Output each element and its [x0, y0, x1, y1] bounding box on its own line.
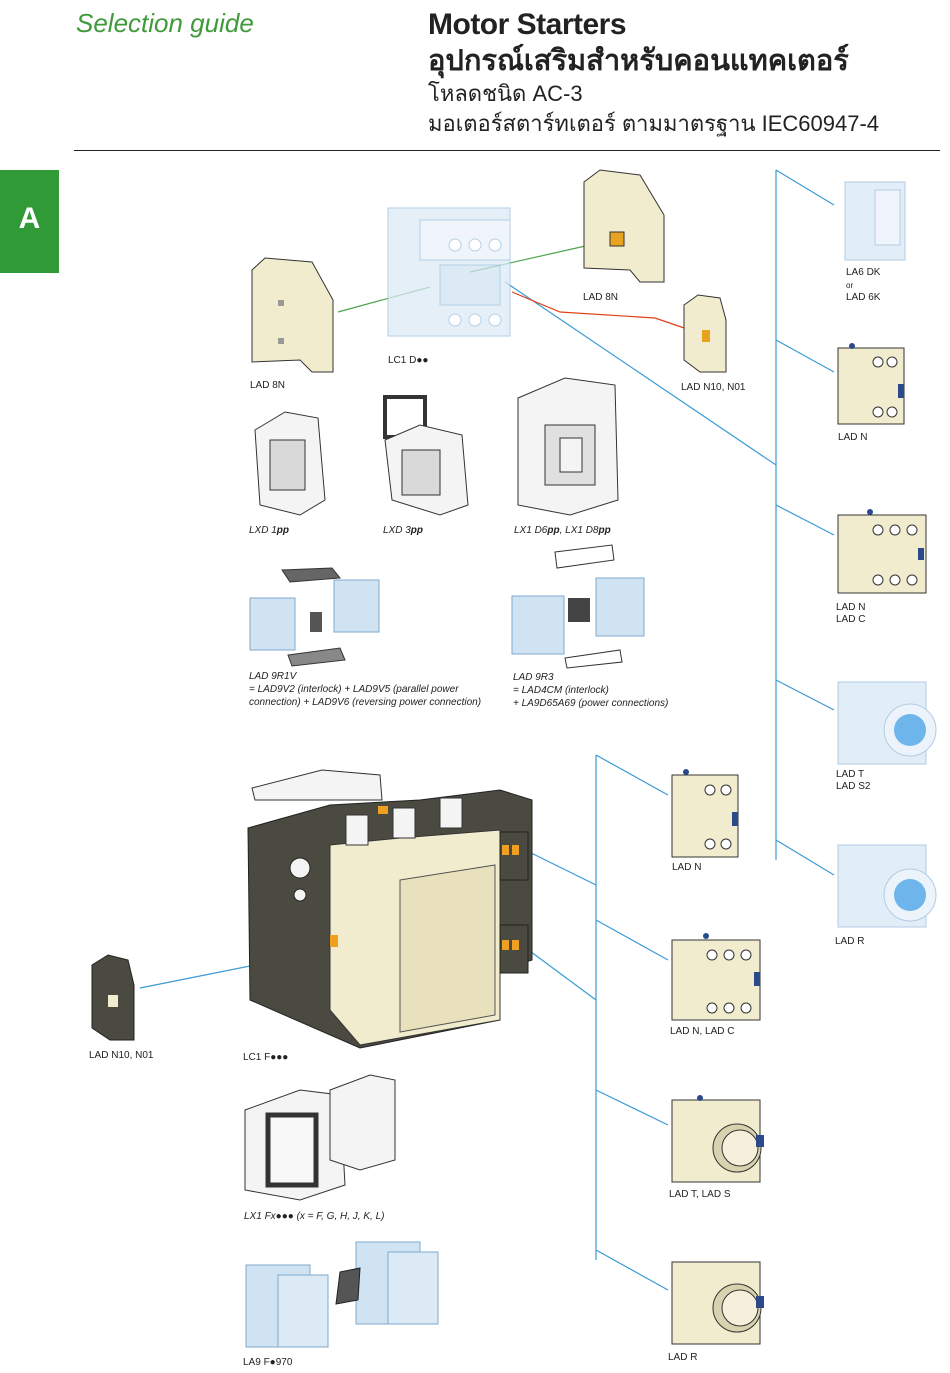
right-bus-to-ladnc: [775, 504, 835, 536]
la9f-kit-part: [245, 1241, 439, 1348]
subtitle-standard: มอเตอร์สตาร์ทเตอร์ ตามมาตรฐาน IEC60947-4: [428, 111, 880, 136]
section-tab: A: [0, 170, 59, 273]
ladr-right-part: [837, 844, 937, 928]
label-ladr-mid: LAD R: [668, 1352, 698, 1363]
mid-bus-to-ladnc: [595, 919, 669, 961]
lc1d-to-right-bus: [504, 281, 777, 466]
ladts2-right-part: [837, 681, 937, 765]
lxd3-coil-part: [383, 395, 469, 516]
label-lc1f: LC1 F●●●: [243, 1052, 289, 1063]
lx1d6-coil-part: [517, 377, 619, 516]
lad8n-top-part: [583, 169, 665, 283]
label-lx1d6: LX1 D6pp, LX1 D8pp: [514, 525, 611, 536]
label-lad9r1v-line2: = LAD9V2 (interlock) + LAD9V5 (parallel …: [249, 684, 459, 695]
red-link: [511, 291, 691, 331]
lxd1-coil-part: [254, 411, 326, 516]
mid-bus-to-ladn: [595, 754, 669, 796]
label-lad9r3-line3: + LA9D65A69 (power connections): [513, 698, 669, 709]
lx1f-coil-part: [244, 1074, 396, 1201]
page-title: Motor Starters: [428, 8, 627, 41]
lc1f-contactor-part: [247, 769, 533, 1049]
lad8n-left-part: [251, 257, 334, 373]
label-lxd1: LXD 1pp: [249, 525, 290, 536]
header-rule: [74, 150, 940, 151]
label-ladts-mid: LAD T, LAD S: [669, 1189, 731, 1200]
thai-title: อุปกรณ์เสริมสำหรับคอนแทคเตอร์: [428, 45, 849, 77]
ladr-mid-part: [671, 1261, 764, 1345]
label-lad9r1v-line3: connection) + LAD9V6 (reversing power co…: [249, 697, 482, 708]
connection-lines: [139, 169, 835, 1291]
label-ladn10-left: LAD N10, N01: [89, 1050, 154, 1061]
right-bus-to-la6dk: [775, 169, 835, 206]
label-ladt-right: LAD T: [836, 769, 865, 780]
ladn10-left-part: [91, 954, 135, 1041]
label-lad8n-left: LAD 8N: [250, 380, 286, 391]
lad9r1v-kit-part: [249, 567, 380, 667]
label-ladnc-right-n: LAD N: [836, 602, 866, 613]
label-ladr-right: LAD R: [835, 936, 865, 947]
label-lad8n-top: LAD 8N: [583, 292, 619, 303]
section-title: Selection guide: [76, 8, 254, 38]
ladnc-mid-part: [671, 933, 761, 1021]
right-bus-to-ladr: [775, 839, 835, 876]
label-la6dk-or: or: [846, 281, 854, 290]
label-ladn10-top: LAD N10, N01: [681, 382, 746, 393]
ladn-right-part: [837, 343, 905, 425]
mid-bus-to-ladt: [595, 1089, 669, 1126]
label-ladnc-right-c: LAD C: [836, 614, 866, 625]
subtitle-load-type: โหลดชนิด AC-3: [428, 81, 583, 106]
ladn10-top-part: [683, 294, 727, 373]
right-bus-to-ladn: [775, 339, 835, 373]
label-ladnc-mid: LAD N, LAD C: [670, 1026, 735, 1037]
la6dk-part: [844, 181, 906, 261]
ladnc-right-part: [837, 509, 927, 594]
label-lx1f: LX1 Fx●●● (x = F, G, H, J, K, L): [244, 1211, 385, 1222]
lad9r3-kit-part: [511, 544, 645, 669]
label-lad6k: LAD 6K: [846, 292, 881, 303]
right-bus-to-ladt: [775, 679, 835, 711]
label-lad9r1v-line1: LAD 9R1V: [249, 671, 297, 682]
label-lc1d: LC1 D●●: [388, 355, 429, 366]
label-lads2-right: LAD S2: [836, 781, 871, 792]
label-ladn-right: LAD N: [838, 432, 868, 443]
label-la6dk: LA6 DK: [846, 267, 881, 278]
label-lad9r3-line2: = LAD4CM (interlock): [513, 685, 609, 696]
lc1d-contactor-part: [387, 207, 511, 337]
ladt-mid-part: [671, 1095, 764, 1183]
title-block: Motor Starters อุปกรณ์เสริมสำหรับคอนแทคเ…: [428, 8, 879, 140]
label-lad9r3-line1: LAD 9R3: [513, 672, 554, 683]
label-ladn-mid: LAD N: [672, 862, 702, 873]
label-lxd3: LXD 3pp: [383, 525, 424, 536]
label-la9f: LA9 F●970: [243, 1357, 293, 1368]
mid-bus-to-ladr: [595, 1249, 669, 1291]
ladn-mid-part: [671, 769, 739, 858]
